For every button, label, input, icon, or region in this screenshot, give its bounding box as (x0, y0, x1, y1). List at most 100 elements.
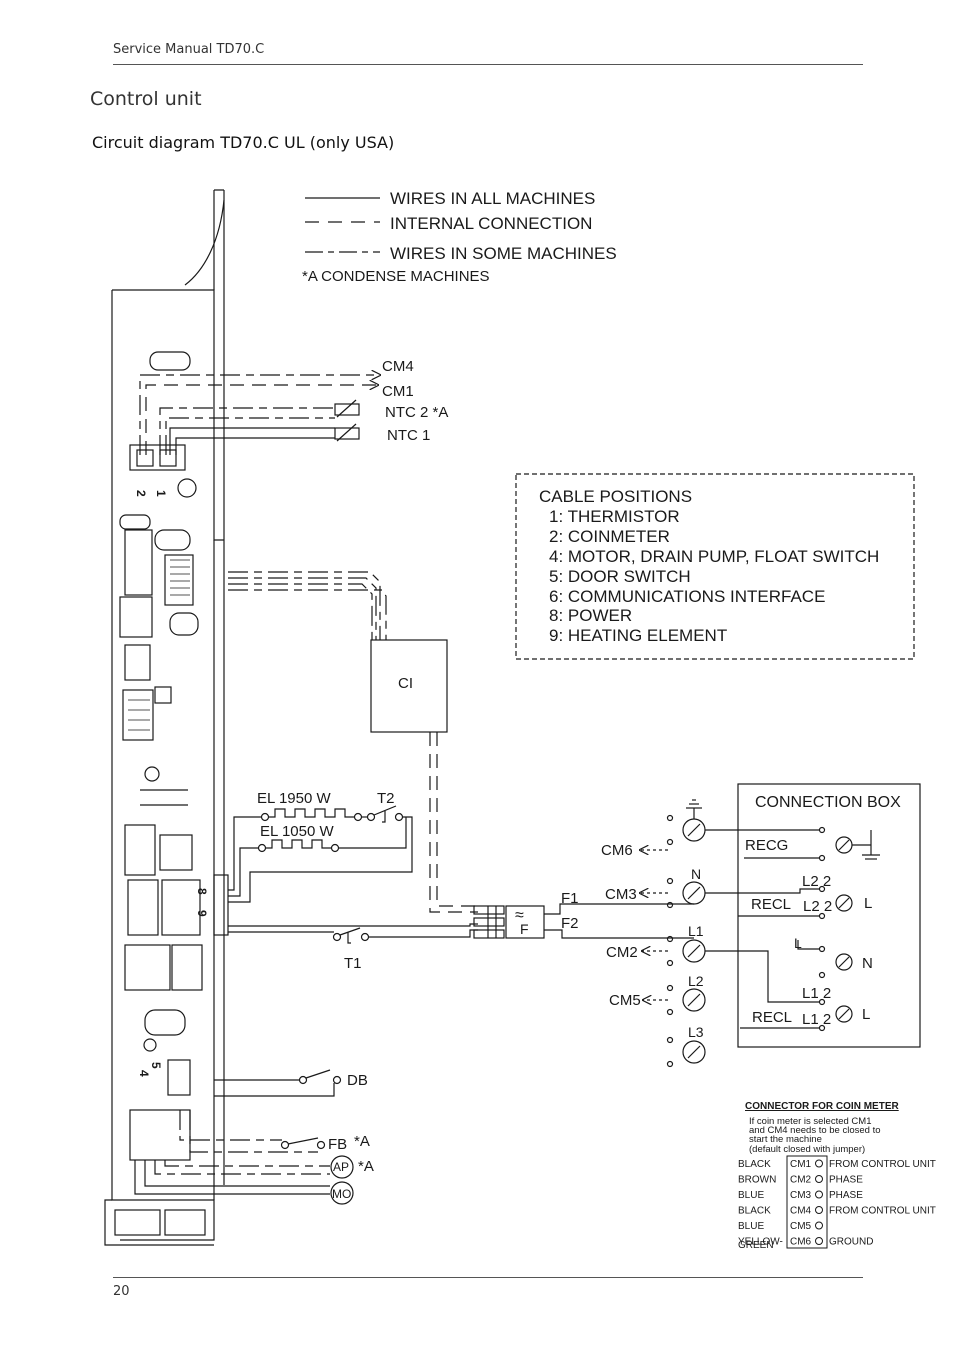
label-f2: F2 (561, 915, 579, 932)
cable-positions-box (515, 473, 915, 660)
label-l12a: L1 2 (802, 985, 831, 1002)
coin-row-pin: CM2 (790, 1175, 812, 1186)
label-el1950: EL 1950 W (257, 790, 331, 807)
header-rule (113, 64, 863, 65)
coin-row-desc: FROM CONTROL UNIT (829, 1159, 936, 1170)
coin-row-terminal (815, 1206, 823, 1214)
connection-box-wiring (738, 826, 880, 1032)
manual-header: Service Manual TD70.C (113, 42, 265, 57)
pcb-label-5: 5 (149, 1062, 163, 1069)
connection-box-title: CONNECTION BOX (755, 794, 901, 811)
label-l22b: L2 2 (803, 898, 832, 915)
cable-position-item: 1: THERMISTOR (549, 507, 680, 526)
label-cm1: CM1 (382, 383, 414, 400)
label-t2: T2 (377, 790, 395, 807)
coin-row-color: BLACK (738, 1206, 771, 1217)
label-l-mid: L (794, 935, 802, 951)
coin-row-terminal (815, 1159, 823, 1168)
pcb-label-2: 2 (134, 490, 148, 497)
legend-dashdot: WIRES IN SOME MACHINES (390, 244, 617, 263)
footer-rule (113, 1277, 863, 1278)
arrow-cm2: CM2 (606, 944, 638, 961)
coin-meter-title: CONNECTOR FOR COIN METER (745, 1101, 899, 1112)
output-n: N (862, 955, 873, 972)
label-db: DB (347, 1072, 368, 1089)
coin-row-color: BLACK (738, 1159, 771, 1170)
pcb-label-8: 8 (195, 888, 209, 895)
pcb-label-1: 1 (154, 490, 168, 497)
coin-meter-connector (786, 1155, 828, 1249)
label-t1: T1 (344, 955, 362, 972)
legend (305, 197, 380, 253)
output-l1: L (864, 895, 872, 912)
pcb-label-4: 4 (137, 1070, 151, 1077)
ci-module (370, 639, 448, 733)
label-fb: FB (328, 1136, 347, 1153)
arrow-cm5: CM5 (609, 992, 641, 1009)
filter-label: F (520, 921, 529, 937)
terminal-l2: L2 (688, 973, 704, 989)
coin-color-extra: GREEN (738, 1240, 774, 1251)
coin-row-terminal (815, 1221, 823, 1230)
arrow-cm3: CM3 (605, 886, 637, 903)
power-wiring (228, 903, 694, 944)
coin-meter-note-line: If coin meter is selected CM1 (749, 1116, 872, 1127)
terminal-l3: L3 (688, 1024, 704, 1040)
cable-position-item: 5: DOOR SWITCH (549, 567, 691, 586)
label-recl-top: RECL (751, 896, 791, 913)
arrow-cm6: CM6 (601, 842, 633, 859)
ci-wiring (228, 571, 387, 640)
coin-row-color: BLUE (738, 1221, 764, 1232)
page-number: 20 (113, 1284, 130, 1299)
terminal-block (666, 799, 820, 1068)
label-recl-bottom: RECL (752, 1009, 792, 1026)
terminal-n: N (691, 866, 701, 882)
loads-wiring (134, 1069, 354, 1205)
ci-label: CI (398, 675, 413, 692)
coin-row-desc: GROUND (829, 1237, 873, 1248)
label-recg: RECG (745, 837, 788, 854)
coin-row-color: YELLOW- (738, 1237, 783, 1248)
label-ntc2: NTC 2 *A (385, 404, 448, 421)
section-title: Control unit (90, 88, 202, 110)
coin-row-pin: CM6 (790, 1237, 812, 1248)
coin-meter-note-line: and CM4 needs to be closed to (749, 1125, 881, 1136)
coin-row-pin: CM1 (790, 1159, 812, 1170)
cable-position-item: 9: HEATING ELEMENT (549, 626, 727, 645)
coin-row-pin: CM4 (790, 1206, 812, 1217)
coin-row-color: BROWN (738, 1175, 776, 1186)
label-ntc1: NTC 1 (387, 427, 430, 444)
ci-filter-wiring (429, 732, 478, 913)
filter-symbol: ≈ (515, 907, 524, 924)
sensor-wiring (139, 375, 380, 455)
coin-row-desc: PHASE (829, 1190, 863, 1201)
label-ap-note: *A (358, 1158, 374, 1175)
legend-note: *A CONDENSE MACHINES (302, 268, 490, 285)
cable-position-item: 2: COINMETER (549, 527, 670, 546)
cable-position-item: 4: MOTOR, DRAIN PUMP, FLOAT SWITCH (549, 547, 879, 566)
coin-row-terminal (815, 1190, 823, 1199)
diagram-title: Circuit diagram TD70.C UL (only USA) (92, 133, 395, 152)
coin-row-desc: FROM CONTROL UNIT (829, 1206, 936, 1217)
coin-row-pin: CM5 (790, 1221, 812, 1232)
label-cm4: CM4 (382, 358, 414, 375)
pcb-pin-hatch (128, 559, 190, 731)
cable-position-item: 8: POWER (549, 606, 632, 625)
coin-meter-note-line: start the machine (749, 1134, 822, 1145)
coin-row-desc: PHASE (829, 1175, 863, 1186)
coin-row-terminal (815, 1175, 823, 1183)
coin-row-color: BLUE (738, 1190, 764, 1201)
heating-circuit (228, 805, 413, 903)
label-l22a: L2 2 (802, 873, 831, 890)
coin-meter-note-line: (default closed with jumper) (749, 1144, 865, 1155)
cable-position-item: 6: COMMUNICATIONS INTERFACE (549, 587, 825, 606)
pcb-label-9: 9 (195, 910, 209, 917)
control-board (104, 189, 229, 1246)
label-f1: F1 (561, 890, 579, 907)
coin-arrows (640, 850, 668, 1000)
label-l12b: L1 2 (802, 1011, 831, 1028)
label-mo: MO (332, 1187, 351, 1201)
cable-positions-title: CABLE POSITIONS (539, 487, 692, 506)
